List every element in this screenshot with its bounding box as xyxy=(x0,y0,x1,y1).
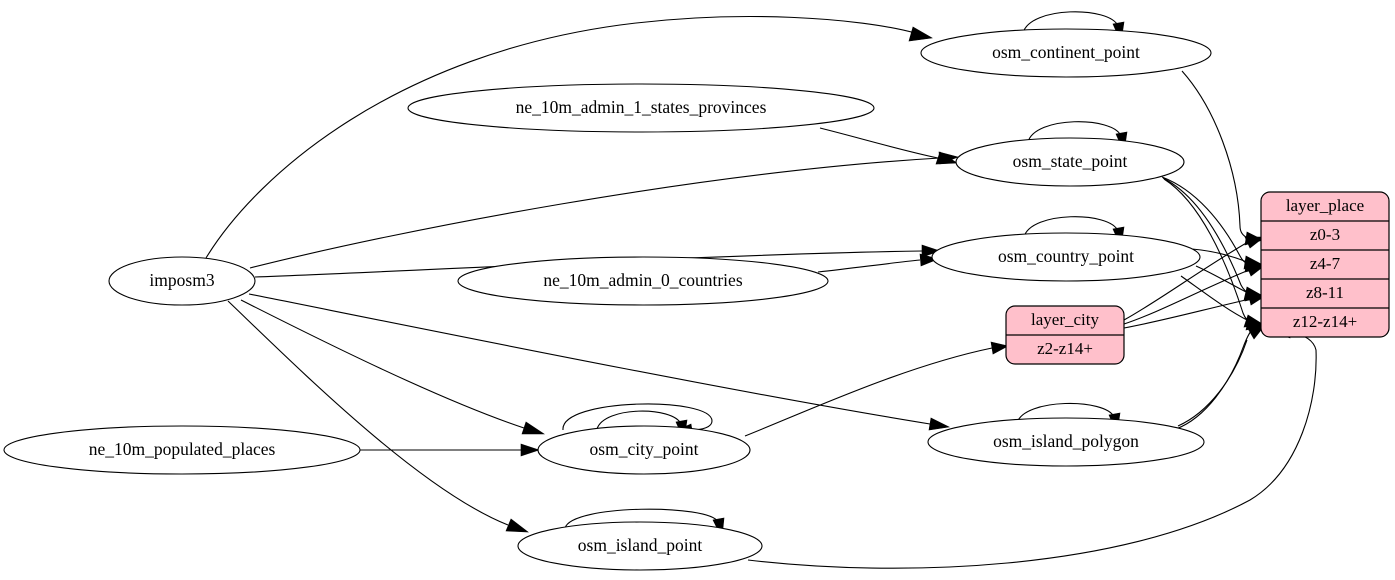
edge-self-loop-osm_island_polygon xyxy=(1016,402,1115,424)
edge-osm_continent_point-to-layer_place-z0-3 xyxy=(1181,70,1249,239)
edge-osm_island_point-to-layer_place-z12-z14plus xyxy=(747,331,1317,569)
node-label: ne_10m_admin_1_states_provinces xyxy=(516,97,767,117)
node-osm_country_point[interactable]: osm_country_point xyxy=(931,232,1201,282)
arrowhead-icon xyxy=(990,341,1009,355)
arrowhead-icon xyxy=(505,518,529,533)
record-row-z2-z14plus[interactable]: z2-z14+ xyxy=(1037,339,1093,358)
edge-self-loop-outer-osm_city_point xyxy=(562,403,713,431)
edge-osm_country_point-to-layer_place-z12-z14plus xyxy=(1180,275,1250,322)
edge-self-loop-osm_state_point xyxy=(1027,121,1122,143)
record-row-z8-11[interactable]: z8-11 xyxy=(1306,283,1344,302)
edge-imposm3-to-osm_island_polygon xyxy=(248,293,931,425)
arrowhead-icon xyxy=(1244,236,1265,249)
edge-osm_city_point-to-layer_city-z2-z14plus xyxy=(744,347,993,437)
node-label: ne_10m_admin_0_countries xyxy=(543,270,742,290)
node-osm_state_point[interactable]: osm_state_point xyxy=(955,137,1185,187)
edge-self-loop-osm_continent_point xyxy=(1022,11,1119,34)
record-node-layer_city[interactable]: layer_city z2-z14+ xyxy=(1005,305,1125,365)
edge-imposm3-to-osm_island_point xyxy=(227,300,509,526)
arrowhead-icon xyxy=(1245,263,1265,277)
arrowhead-icon xyxy=(935,151,958,165)
edge-ne_10m_admin_1_states_provinces-to-osm_state_point xyxy=(819,127,939,159)
node-ne_10m_admin_0_countries[interactable]: ne_10m_admin_0_countries xyxy=(457,256,829,306)
node-label: osm_continent_point xyxy=(992,42,1140,62)
edge-imposm3-to-osm_city_point xyxy=(240,299,525,429)
node-label: ne_10m_populated_places xyxy=(89,439,276,459)
node-label: osm_country_point xyxy=(998,246,1134,266)
node-label: osm_city_point xyxy=(590,439,699,459)
arrowhead-icon xyxy=(928,417,950,431)
record-node-layer_place[interactable]: layer_place z0-3 z4-7 z8-11 z12-z14+ xyxy=(1260,191,1390,338)
node-osm_city_point[interactable]: osm_city_point xyxy=(537,425,751,475)
edge-self-loop-osm_island_point xyxy=(564,508,719,529)
arrowhead-icon xyxy=(908,26,933,42)
edge-osm_island_polygon-to-layer_place-z12-z14plus-b xyxy=(1177,339,1248,427)
edge-imposm3-to-osm_state_point xyxy=(249,157,941,269)
edge-layer_city-to-layer_place-z0-3 xyxy=(1123,241,1249,321)
edge-layer_city-to-layer_place-z4-7 xyxy=(1123,269,1250,325)
node-label: osm_island_polygon xyxy=(993,431,1139,451)
node-ne_10m_admin_1_states_provinces[interactable]: ne_10m_admin_1_states_provinces xyxy=(407,83,875,133)
edge-self-loop-inner-osm_city_point xyxy=(596,410,682,430)
node-label: osm_island_point xyxy=(578,535,703,555)
node-label: osm_state_point xyxy=(1013,151,1128,171)
node-label: imposm3 xyxy=(149,270,214,290)
record-title: layer_place xyxy=(1286,196,1364,215)
record-title: layer_city xyxy=(1031,310,1099,329)
edge-ne_10m_admin_0_countries-to-osm_country_point xyxy=(817,259,921,273)
edge-osm_country_point-to-layer_place-z8-11 xyxy=(1195,265,1249,294)
record-node-layer: layer_place z0-3 z4-7 z8-11 z12-z14+ lay… xyxy=(1005,191,1390,365)
record-row-z4-7[interactable]: z4-7 xyxy=(1310,254,1341,273)
arrowhead-icon xyxy=(919,253,939,267)
node-osm_island_polygon[interactable]: osm_island_polygon xyxy=(927,417,1205,467)
node-osm_island_point[interactable]: osm_island_point xyxy=(517,521,763,571)
node-layer: imposm3 ne_10m_admin_1_states_provinces … xyxy=(3,28,1212,571)
node-osm_continent_point[interactable]: osm_continent_point xyxy=(920,28,1212,78)
node-imposm3[interactable]: imposm3 xyxy=(108,256,256,306)
edge-osm_island_polygon-to-layer_place-z12-z14plus xyxy=(1175,330,1252,430)
edge-self-loop-osm_country_point xyxy=(1023,216,1119,238)
arrowhead-icon xyxy=(921,244,941,258)
record-row-z12-z14plus[interactable]: z12-z14+ xyxy=(1293,312,1357,331)
node-ne_10m_populated_places[interactable]: ne_10m_populated_places xyxy=(3,425,361,475)
arrowhead-icon xyxy=(520,443,540,457)
edge-osm_country_point-to-layer_place-z4-7 xyxy=(1191,248,1248,263)
edge-layer_city-to-layer_place-z8-11 xyxy=(1123,298,1251,329)
record-row-z0-3[interactable]: z0-3 xyxy=(1310,225,1340,244)
arrowhead-icon xyxy=(521,421,545,435)
edge-imposm3-to-osm_continent_point xyxy=(205,16,916,259)
